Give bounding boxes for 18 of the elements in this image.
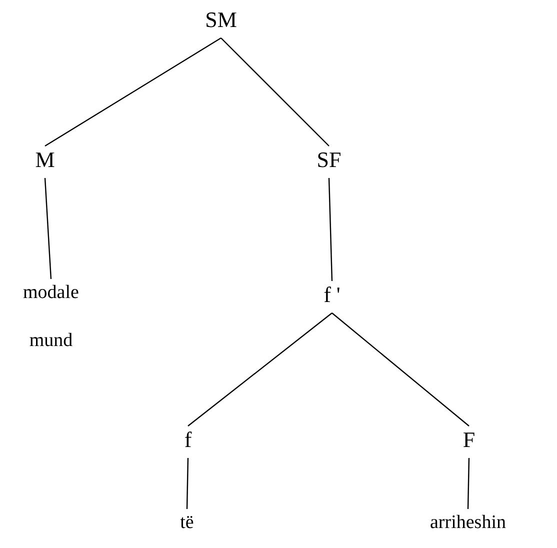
tree-branch: [44, 37, 222, 147]
tree-branch: [220, 38, 330, 146]
tree-label: f ': [324, 283, 340, 307]
tree-label: arriheshin: [430, 511, 506, 535]
tree-label: modale: [23, 281, 79, 305]
tree-branch: [332, 312, 470, 426]
tree-branch: [186, 458, 189, 510]
tree-label: f: [184, 428, 192, 452]
tree-branch: [328, 178, 333, 282]
tree-label: M: [35, 148, 55, 172]
tree-branch: [188, 312, 332, 426]
tree-label: mund: [29, 329, 73, 353]
tree-label: SF: [316, 148, 342, 172]
tree-branch: [467, 458, 470, 510]
tree-label: të: [180, 511, 194, 535]
tree-branch: [44, 178, 52, 280]
tree-label: SM: [205, 8, 237, 32]
tree-label: F: [462, 428, 476, 452]
